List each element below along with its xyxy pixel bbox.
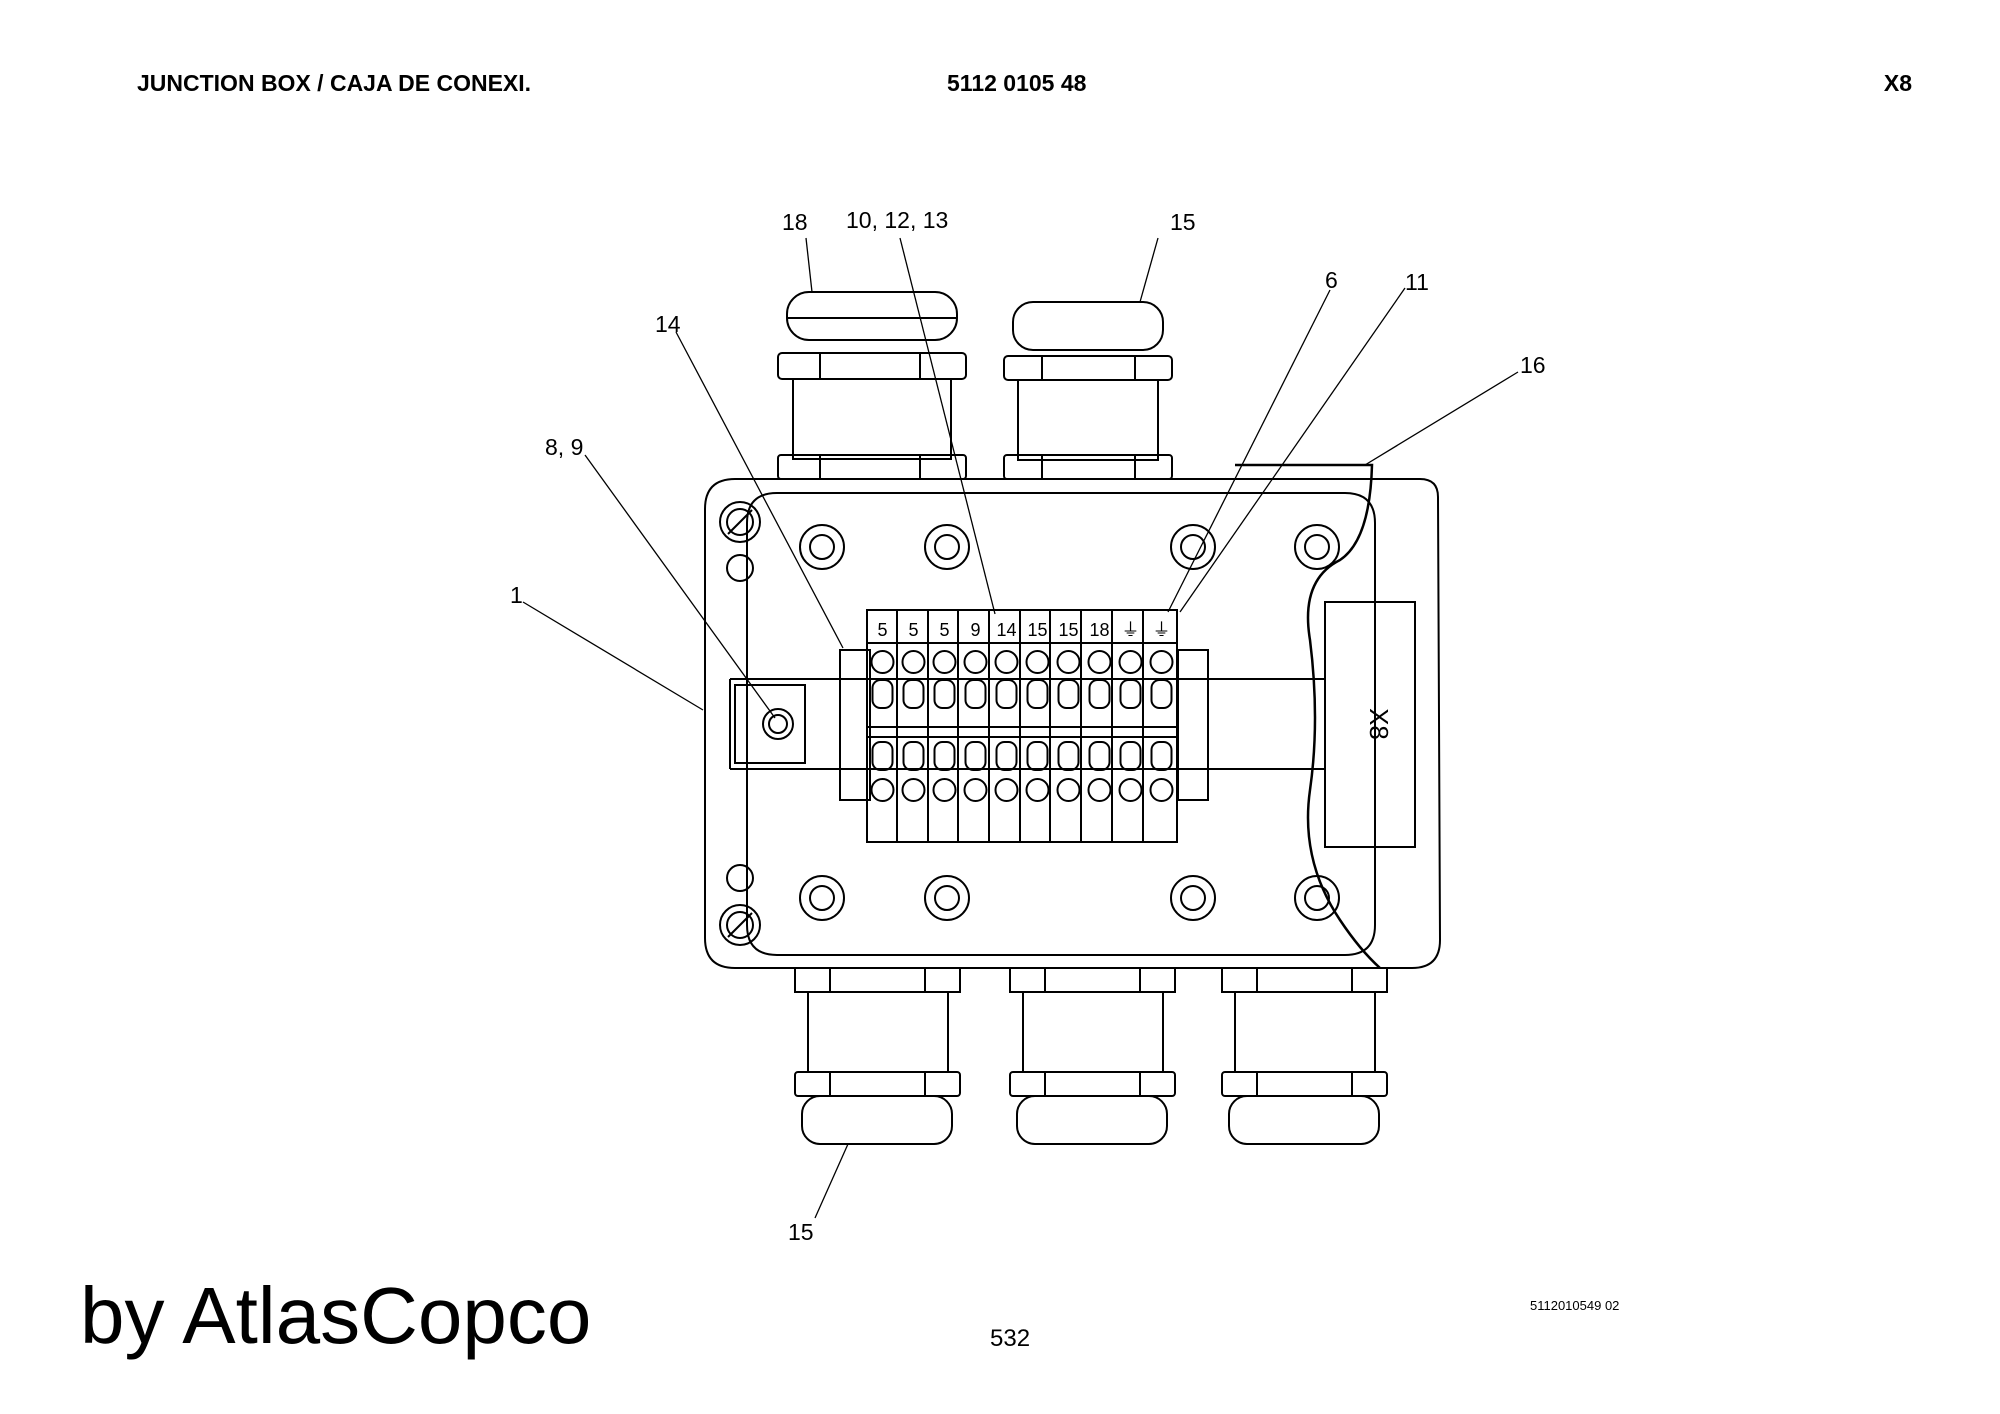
terminal-screw (1087, 650, 1112, 674)
terminal-clamp (1119, 679, 1142, 709)
callout-6: 6 (1325, 267, 1338, 293)
terminal-screw (963, 650, 988, 674)
terminal-label: 9 (970, 620, 980, 640)
terminal-clamp (1088, 679, 1111, 709)
terminal-block (839, 609, 1209, 843)
document-title: JUNCTION BOX / CAJA DE CONEXI. (137, 70, 532, 96)
terminal-clamp (871, 679, 894, 709)
callout-18: 18 (782, 209, 808, 235)
terminal-clamp (1057, 741, 1080, 771)
callout-8-9: 8, 9 (545, 434, 583, 460)
terminal-clamp (995, 741, 1018, 771)
callout-10-12-13: 10, 12, 13 (846, 207, 948, 233)
terminal-label: 5 (908, 620, 918, 640)
enclosure (704, 463, 1442, 969)
callout-16: 16 (1520, 352, 1546, 378)
callout-11: 11 (1405, 269, 1429, 295)
terminal-label: 14 (996, 620, 1016, 640)
terminal-clamp (902, 741, 925, 771)
terminal-label: 18 (1089, 620, 1109, 640)
terminal-clamp (1088, 741, 1111, 771)
terminal-clamp (964, 679, 987, 709)
terminal-clamp (1119, 741, 1142, 771)
din-rail (729, 678, 1325, 770)
drawing-code: 5112010549 02 (1530, 1298, 1620, 1313)
callout-1: 1 (510, 582, 523, 608)
terminal-screw (994, 778, 1019, 802)
terminal-screw (870, 778, 895, 802)
terminal-label: ⏚ (1122, 620, 1140, 640)
terminal-clamp (933, 741, 956, 771)
terminal-screw (932, 650, 957, 674)
terminal-screw (1056, 778, 1081, 802)
callouts: 18 10, 12, 13 15 6 11 16 14 8, 9 1 15 (510, 207, 1546, 1245)
callout-14: 14 (655, 311, 681, 337)
terminal-screw (1118, 650, 1143, 674)
terminal-clamp (871, 741, 894, 771)
page-number: 532 (990, 1325, 1031, 1352)
terminal-screw (963, 778, 988, 802)
top-gland-left (777, 291, 967, 480)
terminal-screw (1118, 778, 1143, 802)
terminal-label: 15 (1058, 620, 1078, 640)
callout-15-top: 15 (1170, 209, 1196, 235)
terminal-screw (1149, 778, 1174, 802)
designation: X8 (1883, 70, 1912, 96)
terminal-clamp (1150, 679, 1173, 709)
terminal-clamp (1026, 741, 1049, 771)
terminal-clamp (1057, 679, 1080, 709)
terminal-label: 5 (877, 620, 887, 640)
terminal-screw (1025, 778, 1050, 802)
callout-15-bottom: 15 (788, 1219, 814, 1245)
terminal-screw (1056, 650, 1081, 674)
terminal-screw (901, 650, 926, 674)
terminal-screw (1025, 650, 1050, 674)
terminal-clamp (1150, 741, 1173, 771)
bottom-gland-right (1221, 967, 1388, 1145)
brand-text: by AtlasCopco (80, 1271, 592, 1360)
box-label: X8 (1364, 708, 1394, 740)
terminal-cells: 5 5 5 9 14 15 15 18 ⏚ ⏚ (870, 620, 1174, 802)
terminal-screw (1149, 650, 1174, 674)
part-number: 5112 0105 48 (947, 70, 1087, 96)
leader-lines (522, 237, 1519, 1219)
bottom-gland-left (794, 967, 961, 1145)
terminal-screw (1087, 778, 1112, 802)
terminal-clamp (902, 679, 925, 709)
terminal-clamp (933, 679, 956, 709)
terminal-label: ⏚ (1153, 620, 1171, 640)
top-gland-right (1003, 301, 1173, 480)
terminal-clamp (995, 679, 1018, 709)
terminal-label: 15 (1027, 620, 1047, 640)
label-plate (1324, 601, 1416, 848)
terminal-screw (870, 650, 895, 674)
terminal-screw (994, 650, 1019, 674)
terminal-clamp (1026, 679, 1049, 709)
terminal-screw (932, 778, 957, 802)
terminal-label: 5 (939, 620, 949, 640)
bottom-gland-center (1009, 967, 1176, 1145)
terminal-clamp (964, 741, 987, 771)
terminal-screw (901, 778, 926, 802)
